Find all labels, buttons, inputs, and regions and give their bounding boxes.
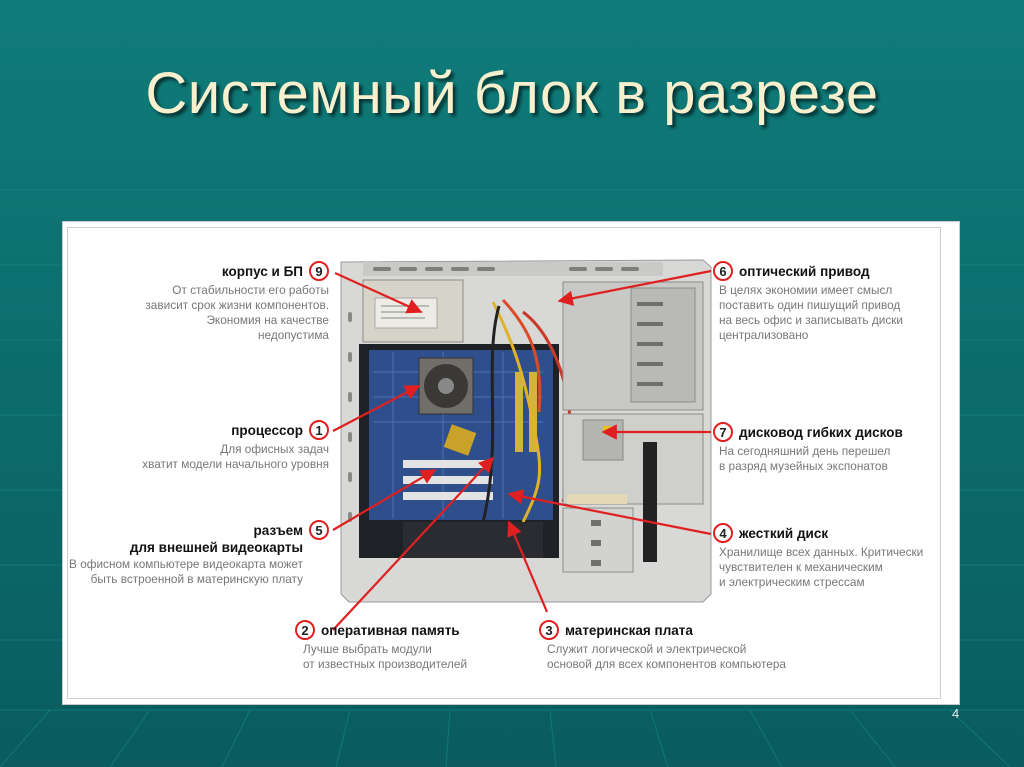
callout-cpu: процессор 1 Для офисных задач хватит мод… [103,420,329,472]
callout-floppy-label: дисковод гибких дисков [739,424,903,440]
callout-motherboard-number: 3 [539,620,559,640]
figure-inner-border [67,227,941,699]
callout-floppy: 7 дисковод гибких дисков На сегодняшний … [713,422,941,474]
callout-motherboard-header: 3 материнская плата [539,620,829,640]
desc-line: на весь офис и записывать диски [719,313,903,327]
callout-cpu-label: процессор [231,422,303,438]
callout-hdd: 4 жесткий диск Хранилище всех данных. Кр… [713,523,941,590]
callout-ram-header: 2 оперативная память [295,620,525,640]
desc-line: Лучше выбрать модули [303,642,432,656]
callout-gpu-slot-header-line2: для внешней видеокарты [65,540,329,555]
callout-hdd-header: 4 жесткий диск [713,523,941,543]
callout-cpu-header: процессор 1 [103,420,329,440]
callout-motherboard: 3 материнская плата Служит логической и … [539,620,829,672]
callout-optical-label: оптический привод [739,263,870,279]
desc-line: Хранилище всех данных. Критически [719,545,924,559]
callout-case-psu-description: От стабильности его работы зависит срок … [123,283,329,343]
desc-line: и электрическим стрессам [719,575,865,589]
desc-line: централизовано [719,328,809,342]
callout-case-psu: корпус и БП 9 От стабильности его работы… [123,261,329,343]
callout-ram-label: оперативная память [321,622,460,638]
desc-line: Экономия на качестве [206,313,329,327]
desc-line: недопустима [258,328,329,342]
desc-line: поставить один пишущий привод [719,298,901,312]
callout-floppy-description: На сегодняшний день перешел в разряд муз… [713,444,941,474]
desc-line: хватит модели начального уровня [142,457,329,471]
callout-arrows [332,269,712,631]
callout-optical-number: 6 [713,261,733,281]
desc-line: На сегодняшний день перешел [719,444,891,458]
callout-case-psu-header: корпус и БП 9 [123,261,329,281]
callout-hdd-label: жесткий диск [739,525,829,541]
callout-hdd-description: Хранилище всех данных. Критически чувств… [713,545,941,590]
desc-line: быть встроенной в материнскую плату [90,572,303,586]
desc-line: В целях экономии имеет смысл [719,283,893,297]
callout-motherboard-label: материнская плата [565,622,693,638]
callout-optical: 6 оптический привод В целях экономии име… [713,261,941,343]
callout-floppy-number: 7 [713,422,733,442]
desc-line: чувствителен к механическим [719,560,883,574]
desc-line: основой для всех компонентов компьютера [547,657,786,671]
drive-bays [562,281,704,573]
page-number: 4 [952,706,960,721]
callout-optical-header: 6 оптический привод [713,261,941,281]
desc-line: зависит срок жизни компонентов. [145,298,329,312]
callout-cpu-description: Для офисных задач хватит модели начально… [103,442,329,472]
callout-case-psu-number: 9 [309,261,329,281]
callout-gpu-slot-header: разъем 5 [65,520,329,540]
power-supply [362,279,464,343]
callout-optical-description: В целях экономии имеет смысл поставить о… [713,283,941,343]
callout-gpu-slot-number: 5 [309,520,329,540]
desc-line: Служит логической и электрической [547,642,747,656]
callout-gpu-slot-label: разъем [253,522,303,538]
callout-case-psu-label: корпус и БП [221,263,303,279]
callout-ram-description: Лучше выбрать модули от известных произв… [295,642,525,672]
callout-gpu-slot-label-line2: для внешней видеокарты [129,540,303,555]
callout-cpu-number: 1 [309,420,329,440]
callout-motherboard-description: Служит логической и электрической осново… [539,642,829,672]
desc-line: В офисном компьютере видеокарта может [69,557,303,571]
desc-line: от известных производителей [303,657,468,671]
slide-title: Системный блок в разрезе [145,61,879,126]
callout-gpu-slot-description: В офисном компьютере видеокарта может бы… [65,557,329,587]
desc-line: в разряд музейных экспонатов [719,459,888,473]
callout-floppy-header: 7 дисковод гибких дисков [713,422,941,442]
figure-frame: корпус и БП 9 От стабильности его работы… [62,221,960,705]
desc-line: От стабильности его работы [172,283,329,297]
callout-gpu-slot: разъем 5 для внешней видеокарты В офисно… [65,520,329,587]
pc-case-illustration [332,259,712,631]
desc-line: Для офисных задач [220,442,329,456]
callout-ram: 2 оперативная память Лучше выбрать модул… [295,620,525,672]
callout-ram-number: 2 [295,620,315,640]
callout-hdd-number: 4 [713,523,733,543]
